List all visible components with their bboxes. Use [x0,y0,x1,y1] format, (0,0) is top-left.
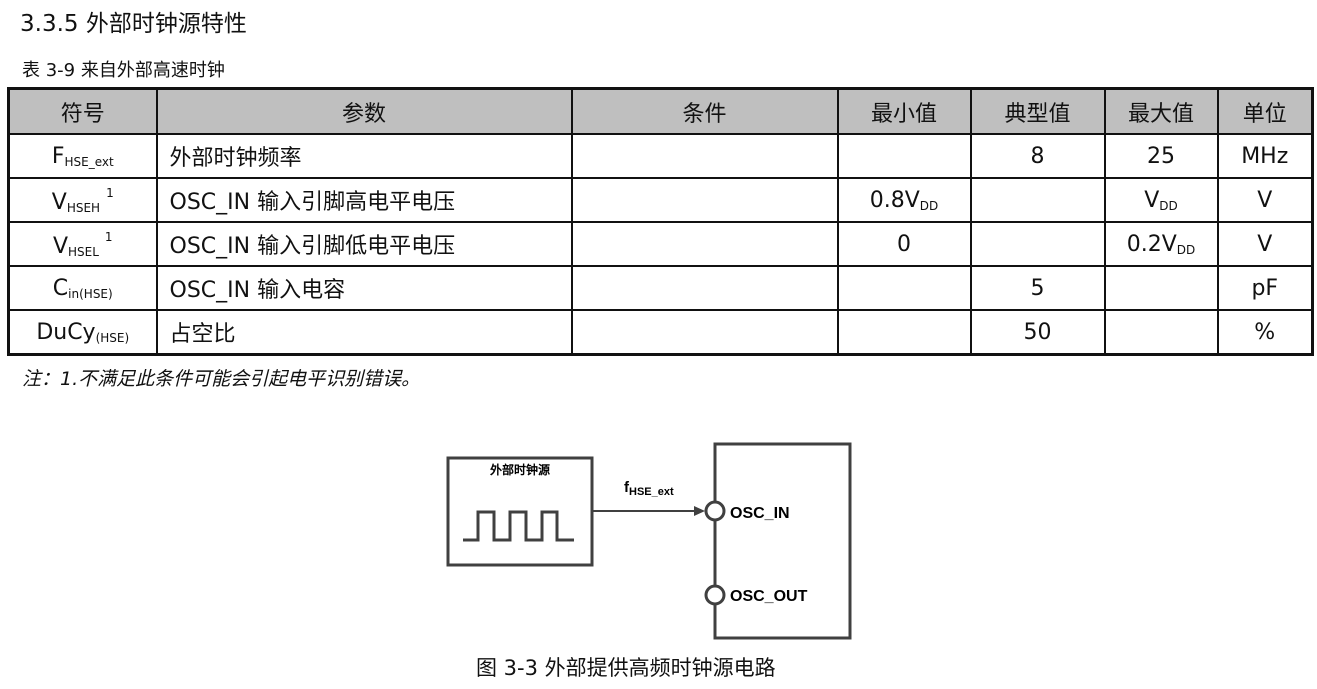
typ-cell: 5 [969,265,1106,311]
table-caption: 表 3-9 来自外部高速时钟 [22,60,225,81]
max-cell: 25 [1103,133,1219,179]
condition-cell [570,221,839,267]
symbol-cell: VHSEL1 [7,221,158,267]
square-wave-icon [463,510,574,542]
table-row: VHSEH1 OSC_IN 输入引脚高电平电压 0.8VDD VDD V [7,177,1314,223]
min-cell [836,265,972,311]
header-unit: 单位 [1216,87,1314,135]
parameter-cell: OSC_IN 输入引脚高电平电压 [155,177,573,223]
condition-cell [570,177,839,223]
osc-out-label: OSC_OUT [730,588,808,605]
unit-cell: MHz [1216,133,1314,179]
min-cell [836,309,972,356]
table-row: Cin(HSE) OSC_IN 输入电容 5 pF [7,265,1314,311]
section-title: 3.3.5 外部时钟源特性 [20,11,247,37]
condition-cell [570,265,839,311]
symbol-cell: DuCy(HSE) [7,309,158,356]
unit-cell: V [1216,221,1314,267]
header-symbol: 符号 [7,87,158,135]
header-condition: 条件 [570,87,839,135]
osc-in-label: OSC_IN [730,505,790,522]
typ-cell: 8 [969,133,1106,179]
clock-source-label: 外部时钟源 [490,462,550,477]
hse-characteristics-table: 符号 参数 条件 最小值 典型值 最大值 单位 FHSE_ext 外部时钟频率 … [7,87,1314,356]
max-cell: VDD [1103,177,1219,223]
table-row: DuCy(HSE) 占空比 50 % [7,309,1314,356]
osc-in-pin-icon [704,500,726,522]
table-row: FHSE_ext 外部时钟频率 8 25 MHz [7,133,1314,179]
max-cell [1103,265,1219,311]
parameter-cell: 外部时钟频率 [155,133,573,179]
unit-cell: % [1216,309,1314,356]
max-cell [1103,309,1219,356]
unit-cell: pF [1216,265,1314,311]
parameter-cell: OSC_IN 输入电容 [155,265,573,311]
signal-label: fHSE_ext [624,479,674,498]
condition-cell [570,133,839,179]
symbol-cell: FHSE_ext [7,133,158,179]
symbol-cell: VHSEH1 [7,177,158,223]
min-cell: 0.8VDD [836,177,972,223]
parameter-cell: 占空比 [155,309,573,356]
table-row: VHSEL1 OSC_IN 输入引脚低电平电压 0 0.2VDD V [7,221,1314,267]
symbol-cell: Cin(HSE) [7,265,158,311]
parameter-cell: OSC_IN 输入引脚低电平电压 [155,221,573,267]
table-header-row: 符号 参数 条件 最小值 典型值 最大值 单位 [7,87,1314,135]
mcu-box [713,442,852,640]
min-cell: 0 [836,221,972,267]
header-parameter: 参数 [155,87,573,135]
header-typ: 典型值 [969,87,1106,135]
figure-caption: 图 3-3 外部提供高频时钟源电路 [476,656,776,680]
condition-cell [570,309,839,356]
osc-out-pin-icon [704,584,726,606]
table-note: 注：1.不满足此条件可能会引起电平识别错误。 [22,368,421,390]
arrow-head-icon [694,506,705,516]
header-min: 最小值 [836,87,972,135]
max-cell: 0.2VDD [1103,221,1219,267]
typ-cell [969,177,1106,223]
header-max: 最大值 [1103,87,1219,135]
min-cell [836,133,972,179]
typ-cell: 50 [969,309,1106,356]
typ-cell [969,221,1106,267]
unit-cell: V [1216,177,1314,223]
